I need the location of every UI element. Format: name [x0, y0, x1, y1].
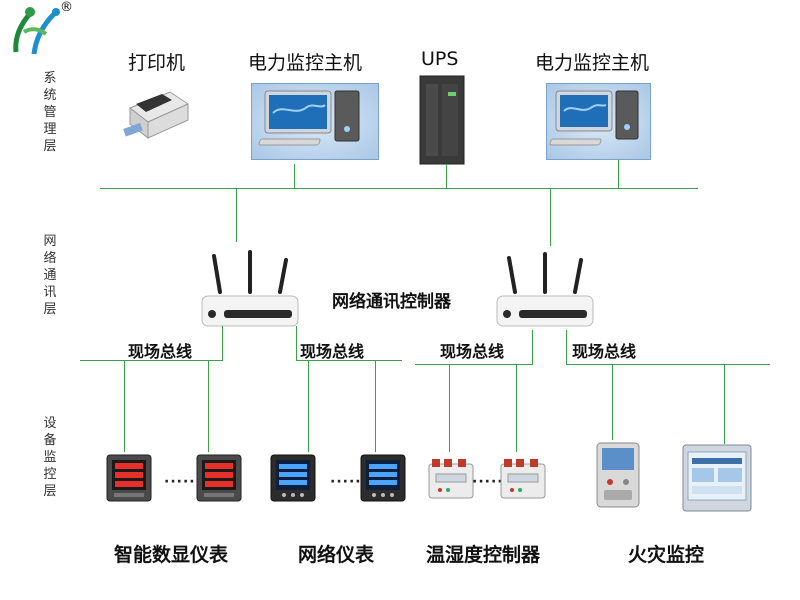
fieldbus-label: 现场总线: [300, 342, 365, 361]
ellipsis: ·····: [472, 474, 504, 490]
ellipsis: ·····: [164, 474, 196, 490]
drop-line: [208, 360, 209, 452]
layer-label-device: 设备监控层: [43, 416, 57, 499]
registered-mark: ®: [60, 0, 73, 15]
fieldbus-line-fire: [566, 364, 770, 365]
thc-controller-icon: [500, 459, 546, 499]
router1-uplink: [236, 188, 237, 242]
group-label-network-meter: 网络仪表: [298, 544, 375, 566]
router2-down-left: [532, 330, 533, 365]
drop-line: [449, 364, 450, 452]
fieldbus-line-left: [80, 360, 223, 361]
controller-label: 网络通讯控制器: [332, 292, 451, 312]
group-label-thc: 温湿度控制器: [426, 544, 541, 566]
router1-down-right: [296, 326, 297, 361]
ups-drop-line: [446, 164, 447, 188]
router-icon: [496, 252, 594, 327]
fieldbus-label: 现场总线: [128, 342, 193, 361]
drop-line: [516, 364, 517, 452]
fieldbus-line-network: [296, 360, 402, 361]
host2-label: 电力监控主机: [535, 52, 650, 74]
host2-drop-line: [618, 160, 619, 188]
logo-icon: [13, 7, 60, 55]
layer-label-network: 网络通讯层: [43, 234, 57, 317]
fire-hmi-icon: [682, 444, 752, 512]
router-icon: [201, 250, 299, 327]
host1-drop-line: [294, 164, 295, 188]
ups-label: UPS: [421, 48, 459, 70]
drop-line: [375, 360, 376, 452]
smart-meter-icon: [106, 454, 152, 502]
ups-icon: [419, 75, 465, 165]
fieldbus-label: 现场总线: [572, 342, 637, 361]
router2-uplink: [550, 188, 551, 246]
network-meter-icon: [360, 454, 406, 502]
drop-line: [612, 364, 613, 440]
group-label-smart-meter: 智能数显仪表: [114, 544, 229, 566]
fieldbus-label: 现场总线: [440, 342, 505, 361]
lan-bus-line: [100, 188, 698, 189]
layer-label-system: 系统管理层: [43, 71, 57, 154]
fieldbus-line-thc: [415, 364, 533, 365]
drop-line: [724, 364, 725, 444]
computer-icon: [549, 90, 639, 146]
printer-label: 打印机: [128, 52, 186, 74]
thc-controller-icon: [428, 459, 474, 499]
router1-down-left: [222, 326, 223, 361]
router2-down-right: [566, 330, 567, 365]
ellipsis: ·····: [330, 474, 362, 490]
drop-line: [308, 360, 309, 452]
group-label-fire: 火灾监控: [628, 544, 705, 566]
computer-icon: [258, 90, 360, 146]
fire-panel-icon: [596, 442, 640, 508]
host1-label: 电力监控主机: [248, 52, 363, 74]
network-meter-icon: [270, 454, 316, 502]
drop-line: [124, 360, 125, 452]
printer-icon: [123, 91, 190, 140]
smart-meter-icon: [196, 454, 242, 502]
